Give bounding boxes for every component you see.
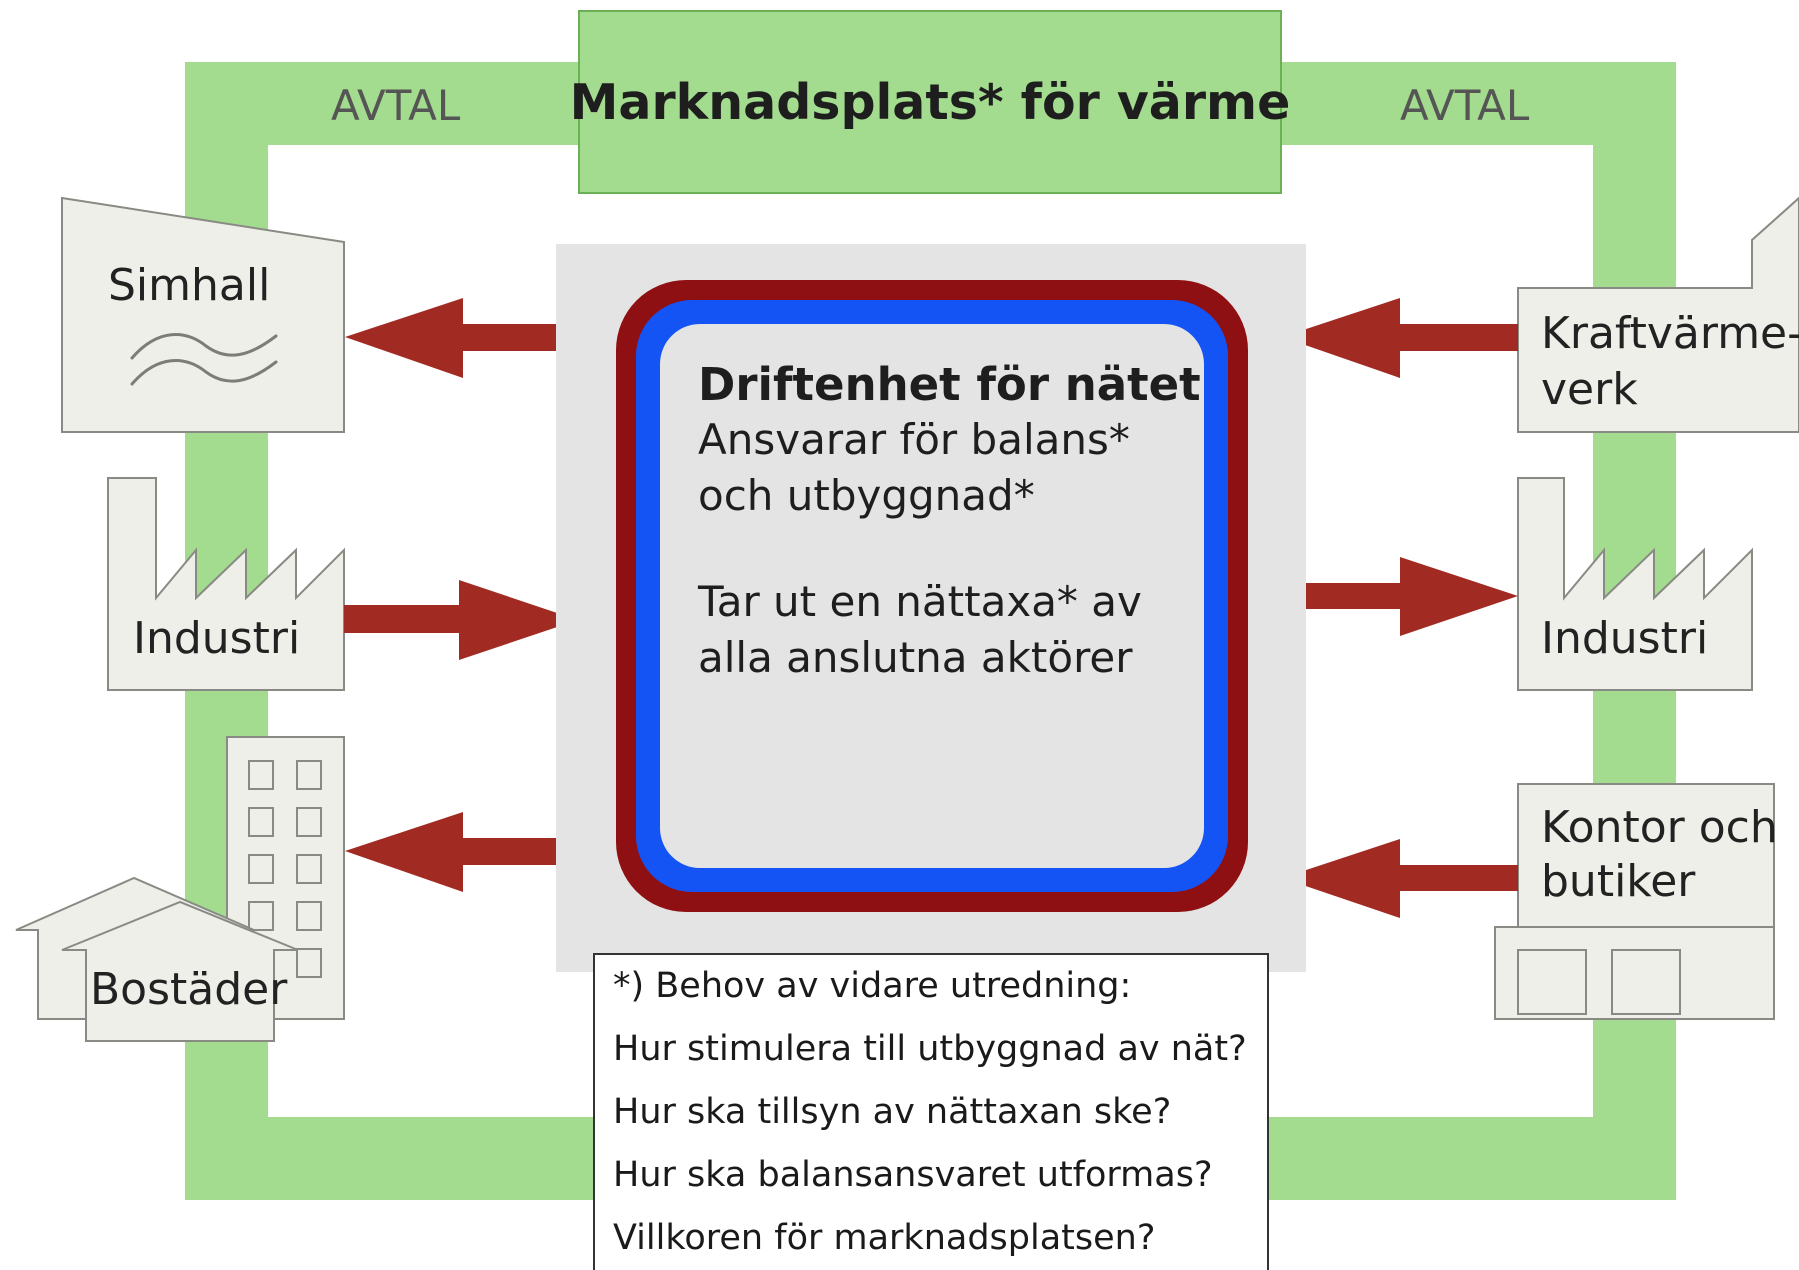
office-building [1494,783,1775,1020]
footnote-heading: *) Behov av vidare utredning: [613,966,1132,1006]
arrow-to-industry-right [1282,557,1518,636]
arrow-from-industry-left [344,580,578,660]
grid-operator-box: Driftenhet för nätet Ansvarar för balans… [660,324,1204,868]
operator-line-1: Ansvarar för balans* [698,415,1130,464]
footnote-question: Hur ska tillsyn av nättaxan ske? [613,1092,1172,1132]
heat-flow-arrows [344,298,1518,918]
industry-building-right [1517,477,1753,691]
agreement-label-right: AVTAL [1400,81,1530,130]
housing-buildings [15,736,345,1042]
operator-line-4: alla anslutna aktörer [698,633,1133,682]
footnote-question: Hur ska balansansvaret utformas? [613,1155,1213,1195]
chp-label-line1: Kraftvärme- [1541,308,1799,359]
operator-line-2: och utbyggnad* [698,471,1035,520]
office-label-line2: butiker [1541,856,1696,907]
agreement-label-left: AVTAL [331,81,461,130]
arrow-to-pool [345,298,578,378]
footnote-question: Villkoren för marknadsplatsen? [613,1218,1156,1258]
chp-plant-building [1517,196,1799,433]
arrow-to-housing [345,812,578,892]
pool-building [61,196,345,433]
water-waves-icon [130,333,278,386]
pool-label: Simhall [108,260,271,311]
marketplace-title: Marknadsplats* för värme [569,73,1291,131]
chp-label-line2: verk [1541,364,1638,415]
office-label-line1: Kontor och [1541,802,1778,853]
industry-label-left: Industri [133,613,301,664]
industry-building-left [107,477,345,691]
arrow-from-chp [1282,298,1518,378]
grid-operator-title: Driftenhet för nätet [698,358,1201,411]
footnote-question: Hur stimulera till utbyggnad av nät? [613,1029,1247,1069]
industry-label-right: Industri [1541,613,1709,664]
arrow-from-office [1282,839,1518,918]
marketplace-box: Marknadsplats* för värme [570,10,1290,194]
operator-line-3: Tar ut en nättaxa* av [698,577,1142,626]
footnote-box: *) Behov av vidare utredning: Hur stimul… [593,953,1269,1270]
housing-label: Bostäder [90,964,288,1015]
